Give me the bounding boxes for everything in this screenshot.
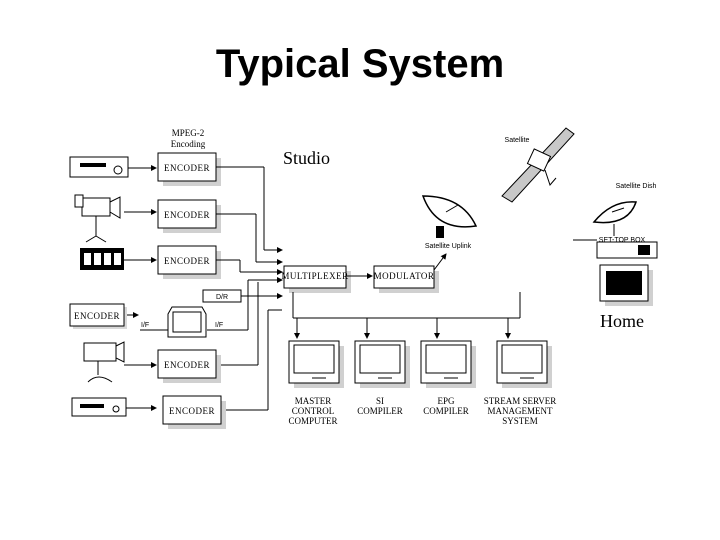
- svg-text:SI: SI: [376, 396, 384, 406]
- computer-caption-3: EPG COMPILER: [423, 396, 469, 416]
- set-top-box: SET-TOP BOX: [596, 237, 658, 259]
- encoder-box-5: ENCODER: [162, 395, 226, 429]
- computer-caption-4: STREAM SERVER MANAGEMENT SYSTEM: [484, 396, 557, 426]
- studio-label: Studio: [283, 148, 330, 168]
- encoder-box-4: ENCODER: [157, 349, 221, 383]
- computer-icon-2: [354, 340, 410, 388]
- home-satellite-dish-icon: [592, 201, 638, 236]
- svg-text:EPG: EPG: [437, 396, 455, 406]
- svg-text:MANAGEMENT: MANAGEMENT: [488, 406, 553, 416]
- satellite-uplink-dish-icon: [421, 195, 478, 238]
- vtr-deck-icon: [69, 156, 129, 178]
- vtr-deck-icon-2: [71, 397, 127, 417]
- slide-title: Typical System: [215, 42, 505, 86]
- monitor-icon-small: [167, 306, 207, 338]
- satellite-dish-label: Satellite Dish: [616, 183, 657, 190]
- camera-icon-2: [83, 341, 125, 383]
- encoder-label-2: ENCODER: [164, 210, 210, 220]
- encoder-label-1: ENCODER: [164, 163, 210, 173]
- multiplexer-box: MULTIPLEXER: [281, 265, 351, 293]
- svg-text:CONTROL: CONTROL: [292, 406, 335, 416]
- film-strip-icon: [80, 248, 124, 270]
- satellite-icon: [501, 127, 575, 203]
- small-relay-box: D/R: [202, 289, 242, 303]
- computer-caption-2: SI COMPILER: [357, 396, 403, 416]
- mpeg2-label-line1: MPEG-2: [172, 128, 205, 138]
- satellite-uplink-label: Satellite Uplink: [425, 243, 472, 250]
- svg-text:STREAM SERVER: STREAM SERVER: [484, 396, 557, 406]
- remote-encoder-box: ENCODER: [69, 303, 127, 329]
- computer-caption-1: MASTER CONTROL COMPUTER: [288, 396, 337, 426]
- encoder-label-3: ENCODER: [164, 256, 210, 266]
- computer-icon-3: [420, 340, 476, 388]
- svg-text:MASTER: MASTER: [295, 396, 332, 406]
- home-tv-icon: [599, 264, 653, 306]
- satellite-label: Satellite: [505, 137, 530, 144]
- svg-text:COMPILER: COMPILER: [423, 406, 469, 416]
- if-label-1: I/F: [141, 322, 149, 329]
- computer-icon-4: [496, 340, 552, 388]
- encoder-box-3: ENCODER: [157, 245, 221, 279]
- encoder-label-5: ENCODER: [169, 406, 215, 416]
- camera-icon: [74, 194, 121, 243]
- svg-text:COMPILER: COMPILER: [357, 406, 403, 416]
- computer-icon-1: [288, 340, 344, 388]
- encoder-box-1: ENCODER: [157, 152, 221, 186]
- svg-text:SYSTEM: SYSTEM: [502, 416, 538, 426]
- encoder-label-4: ENCODER: [164, 360, 210, 370]
- remote-encoder-label: ENCODER: [74, 311, 120, 321]
- small-box-label: D/R: [216, 294, 228, 301]
- multiplexer-label: MULTIPLEXER: [281, 271, 348, 281]
- home-label: Home: [600, 311, 644, 331]
- if-label-2: I/F: [215, 322, 223, 329]
- mpeg2-label-line2: Encoding: [171, 139, 206, 149]
- svg-text:COMPUTER: COMPUTER: [288, 416, 337, 426]
- set-top-box-label: SET-TOP BOX: [599, 237, 646, 244]
- encoder-box-2: ENCODER: [157, 199, 221, 233]
- modulator-box: MODULATOR: [373, 265, 439, 293]
- modulator-label: MODULATOR: [374, 271, 435, 281]
